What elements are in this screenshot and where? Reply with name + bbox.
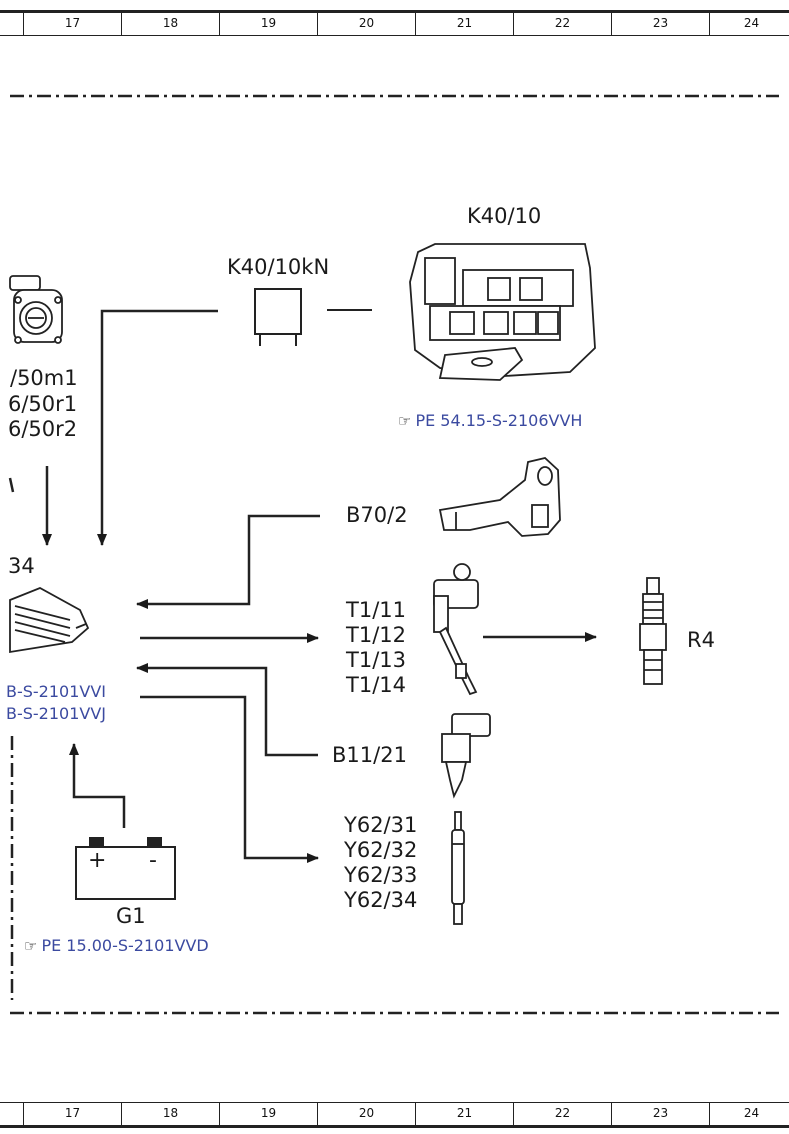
throttle-body-icon (9, 275, 63, 344)
label-left-partial-1: /50m1 (10, 366, 78, 390)
battery-plus-sign: + (88, 848, 107, 873)
label-left-34: 34 (8, 554, 35, 578)
reference-g1[interactable]: ☞PE 15.00-S-2101VVD (24, 936, 209, 956)
label-k40-10kn: K40/10kN (227, 255, 330, 279)
label-left-partial-2: 6/50r1 (8, 392, 78, 416)
crankshaft-sensor-icon (438, 457, 561, 537)
ruler-cell: 21 (415, 13, 513, 35)
wire-left-partial (8, 477, 15, 493)
ruler-cell: 23 (611, 1103, 709, 1125)
label-t1-12: T1/12 (346, 623, 406, 647)
label-t1-11: T1/11 (346, 598, 406, 622)
glow-plug-icon (451, 811, 465, 925)
reference-g1-text: PE 15.00-S-2101VVD (41, 936, 209, 955)
wire-battery-to-ecu (69, 743, 126, 828)
spark-plug-icon (639, 577, 667, 685)
ruler-cell: 17 (23, 1103, 121, 1125)
pointing-hand-icon: ☞ (398, 412, 412, 430)
wire-ecu-to-glow (140, 695, 319, 863)
ruler-cell: 19 (219, 13, 317, 35)
label-y62-34: Y62/34 (344, 888, 418, 912)
pointing-hand-icon: ☞ (24, 937, 38, 955)
ruler-cell (0, 1103, 23, 1125)
label-t1-13: T1/13 (346, 648, 406, 672)
wire-relay-to-ecu (97, 309, 218, 546)
column-ruler-bottom: 17 18 19 20 21 22 23 24 (0, 1102, 789, 1128)
column-ruler-top: 17 18 19 20 21 22 23 24 (0, 10, 789, 36)
reference-left-2[interactable]: B-S-2101VVJ (6, 704, 107, 723)
label-t1-14: T1/14 (346, 673, 406, 697)
ruler-cell: 18 (121, 13, 219, 35)
reference-k40[interactable]: ☞PE 54.15-S-2106VVH (398, 411, 582, 431)
label-g1: G1 (116, 904, 146, 928)
wire-b70-2 (136, 514, 320, 609)
reference-left-1[interactable]: B-S-2101VVI (6, 682, 107, 701)
label-y62-33: Y62/33 (344, 863, 418, 887)
label-b70-2: B70/2 (346, 503, 408, 527)
ruler-cell: 17 (23, 13, 121, 35)
ruler-cell: 24 (709, 13, 789, 35)
fuse-relay-module-icon (409, 243, 596, 381)
ruler-cell: 24 (709, 1103, 789, 1125)
label-left-partial-3: 6/50r2 (8, 417, 78, 441)
relay-k40-10kn-icon (254, 288, 302, 346)
temperature-sensor-icon (441, 713, 491, 799)
battery-minus-sign: - (149, 848, 157, 873)
label-k40-10: K40/10 (467, 204, 542, 228)
ruler-cell: 21 (415, 1103, 513, 1125)
label-r4: R4 (687, 628, 715, 652)
ruler-cell: 22 (513, 1103, 611, 1125)
ignition-coil-icon (433, 563, 479, 696)
ruler-cell: 23 (611, 13, 709, 35)
engine-control-unit-icon (9, 587, 90, 654)
wire-b11-21 (136, 663, 318, 757)
label-y62-32: Y62/32 (344, 838, 418, 862)
ruler-cell: 20 (317, 13, 415, 35)
ruler-cell: 19 (219, 1103, 317, 1125)
label-b11-21: B11/21 (332, 743, 407, 767)
ruler-cell: 18 (121, 1103, 219, 1125)
reference-k40-text: PE 54.15-S-2106VVH (415, 411, 583, 430)
ruler-cell: 20 (317, 1103, 415, 1125)
ruler-cell: 22 (513, 13, 611, 35)
label-y62-31: Y62/31 (344, 813, 418, 837)
battery-icon (75, 837, 176, 900)
